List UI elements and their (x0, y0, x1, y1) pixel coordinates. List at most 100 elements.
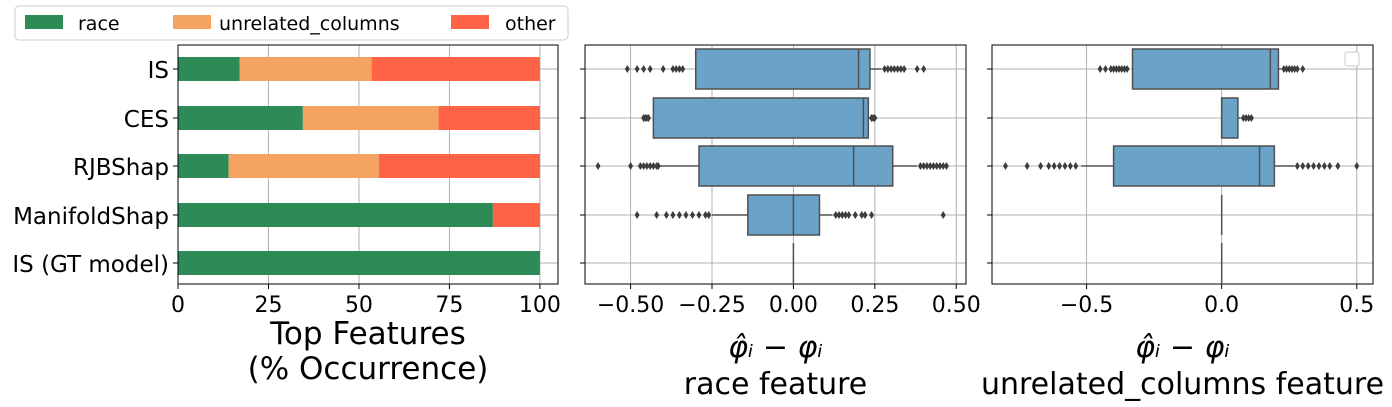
x-tick-label: 0.5 (1339, 293, 1374, 318)
outlier-point (1057, 162, 1063, 170)
outlier-point (1311, 162, 1317, 170)
outlier-point (670, 211, 676, 219)
outlier-point (634, 65, 640, 73)
x-tick-label: 0 (171, 293, 185, 318)
outlier-point (1300, 65, 1306, 73)
outlier-point (882, 65, 888, 73)
outlier-point (1051, 162, 1057, 170)
bar-other (492, 203, 540, 227)
box (747, 194, 821, 236)
y-tick-label: CES (124, 107, 169, 133)
outlier-point (1294, 162, 1300, 170)
outlier-point (940, 211, 946, 219)
x-tick-label: −0.5 (1060, 293, 1113, 318)
outlier-point (839, 211, 845, 219)
bar-other (371, 57, 540, 81)
legend-swatch-unrelated-columns (173, 15, 211, 29)
bar-race (178, 57, 240, 81)
outlier-point (655, 162, 661, 170)
outlier-point (924, 162, 930, 170)
outlier-point (872, 114, 878, 122)
outlier-point (885, 65, 891, 73)
outlier-point (927, 162, 933, 170)
outlier-point (1292, 65, 1298, 73)
box (1220, 97, 1239, 139)
outlier-point (696, 211, 702, 219)
outlier-point (1116, 65, 1122, 73)
outlier-point (1102, 65, 1108, 73)
outlier-point (1240, 114, 1246, 122)
outlier-point (1073, 162, 1079, 170)
outlier-point (1097, 65, 1103, 73)
outlier-point (689, 211, 695, 219)
outlier-point (637, 162, 643, 170)
outlier-point (891, 65, 897, 73)
outlier-point (1248, 114, 1254, 122)
outlier-point (846, 211, 852, 219)
outlier-point (680, 65, 686, 73)
outlier-point (917, 162, 923, 170)
outlier-point (934, 162, 940, 170)
box (652, 97, 870, 139)
outlier-point (921, 65, 927, 73)
outlier-point (644, 162, 650, 170)
legend-swatch-race (25, 15, 63, 29)
outlier-point (1108, 65, 1114, 73)
x-axis-title: race feature (684, 367, 868, 402)
x-tick-label: 0.0 (1204, 293, 1239, 318)
bar-unrelated-columns (302, 106, 439, 130)
y-tick-label: IS (GT model) (12, 252, 169, 278)
bar-unrelated-columns (239, 57, 372, 81)
bar-race (178, 203, 493, 227)
outlier-point (647, 65, 653, 73)
y-tick-label: IS (148, 58, 169, 84)
outlier-point (683, 211, 689, 219)
outlier-point (673, 65, 679, 73)
outlier-point (836, 211, 842, 219)
bar-chart-axes-frame (177, 44, 559, 285)
box (698, 145, 894, 187)
outlier-point (595, 162, 601, 170)
outlier-point (1281, 65, 1287, 73)
outlier-point (647, 162, 653, 170)
outlier-point (852, 211, 858, 219)
outlier-point (1121, 65, 1127, 73)
outlier-point (1316, 162, 1322, 170)
legend-label-race: race (78, 13, 120, 35)
outlier-point (676, 211, 682, 219)
outlier-point (1024, 162, 1030, 170)
outlier-point (650, 162, 656, 170)
legend-swatch-other (451, 15, 489, 29)
bar-race (178, 106, 303, 130)
x-tick-label: 25 (254, 293, 282, 318)
outlier-point (1289, 65, 1295, 73)
x-tick-label: 0.50 (932, 293, 981, 318)
outlier-point (646, 114, 651, 122)
outlier-point (937, 162, 943, 170)
outlier-point (1294, 65, 1300, 73)
outlier-point (1046, 162, 1052, 170)
outlier-point (1113, 65, 1119, 73)
outlier-point (628, 162, 634, 170)
bar-unrelated-columns (228, 154, 379, 178)
outlier-point (660, 65, 666, 73)
outlier-point (1246, 114, 1252, 122)
x-tick-label: 0.25 (850, 293, 899, 318)
outlier-point (914, 65, 920, 73)
outlier-point (706, 211, 712, 219)
x-axis-title-line1: Top Features (269, 316, 465, 352)
box (1131, 48, 1280, 90)
outlier-point (859, 211, 865, 219)
outlier-point (1354, 162, 1360, 170)
outlier-point (1327, 162, 1333, 170)
x-axis-math-label: φ̂ᵢ − φᵢ (1135, 330, 1230, 365)
x-tick-label: −0.50 (597, 293, 664, 318)
outlier-point (869, 211, 875, 219)
panel2-axes-frame (991, 44, 1374, 285)
outlier-point (1119, 65, 1125, 73)
outlier-point (641, 65, 647, 73)
x-axis-math-label: φ̂ᵢ − φᵢ (728, 330, 823, 365)
outlier-point (895, 65, 901, 73)
